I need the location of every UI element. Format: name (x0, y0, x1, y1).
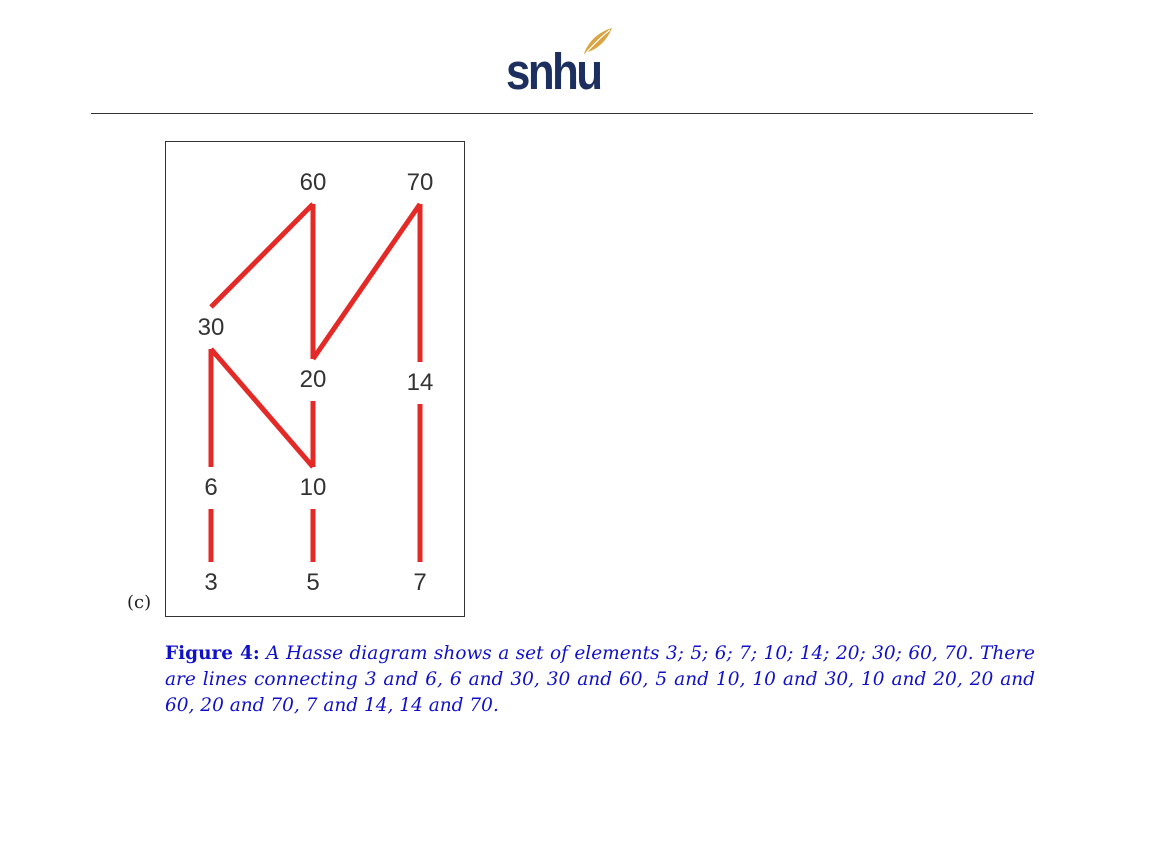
edge-30-60 (209, 202, 315, 309)
node-label-3: 3 (204, 569, 217, 596)
node-label-7: 7 (413, 569, 426, 596)
header-divider (91, 113, 1033, 114)
caption-text: A Hasse diagram shows a set of elements … (165, 643, 1035, 716)
edge-20-70 (310, 202, 423, 361)
node-label-30: 30 (198, 314, 225, 341)
hasse-diagram: 60 70 30 20 14 6 10 3 5 7 (198, 169, 434, 596)
node-label-60: 60 (300, 169, 327, 196)
node-label-10: 10 (300, 474, 327, 501)
snhu-logo: snhu (506, 24, 612, 100)
node-label-20: 20 (300, 366, 327, 393)
edge-10-30 (209, 347, 315, 469)
hasse-diagram-frame: 60 70 30 20 14 6 10 3 5 7 (165, 141, 465, 617)
node-label-14: 14 (407, 369, 434, 396)
leaf-icon (584, 28, 612, 54)
node-label-70: 70 (407, 169, 434, 196)
figure-caption: Figure 4: A Hasse diagram shows a set of… (165, 641, 1035, 719)
logo-wordmark: snhu (506, 43, 603, 100)
caption-label: Figure 4: (165, 643, 260, 664)
figure-sublabel: (c) (127, 592, 152, 613)
node-label-6: 6 (204, 474, 217, 501)
node-label-5: 5 (306, 569, 319, 596)
